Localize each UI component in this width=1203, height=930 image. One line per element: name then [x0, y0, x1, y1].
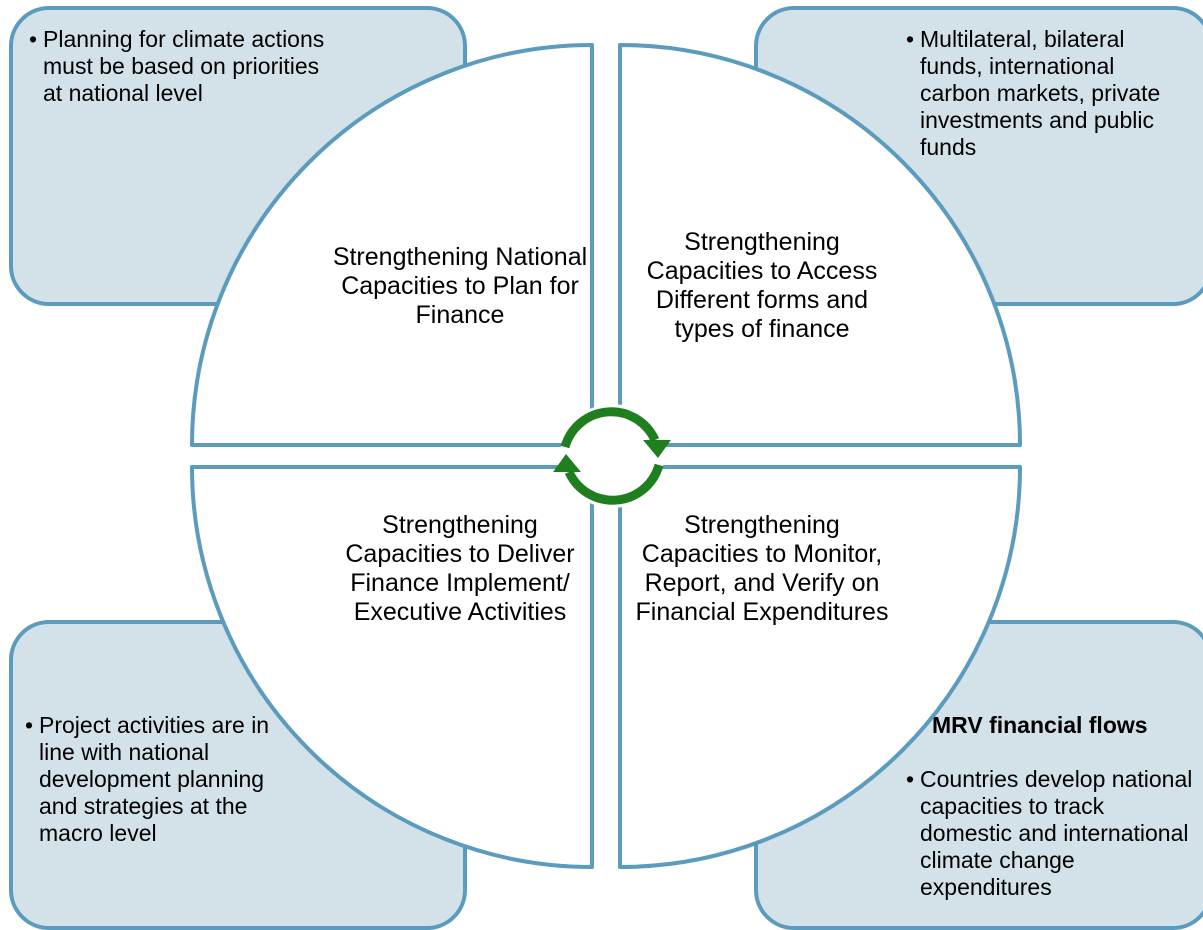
bullet-item: • Countries develop national capacities …	[906, 766, 1196, 901]
bullet-item: • Multilateral, bilateral funds, interna…	[906, 26, 1176, 161]
quadrant-top-right-label: Strengthening Capacities to Access Diffe…	[646, 228, 878, 343]
bullet-item: • Planning for climate actions must be b…	[29, 26, 329, 107]
bullet-text: Project activities are in line with nati…	[39, 712, 270, 846]
corner-heading: MRV financial flows	[932, 712, 1148, 738]
quadrant-top-left-shape	[190, 43, 594, 447]
bullet-icon: •	[906, 766, 915, 792]
quadrant-bottom-right-shape	[618, 465, 1022, 869]
bullet-text: Multilateral, bilateral funds, internati…	[920, 26, 1161, 160]
quadrant-bottom-right-label: Strengthening Capacities to Monitor, Rep…	[635, 511, 889, 626]
quadrant-top-left-label: Strengthening National Capacities to Pla…	[332, 243, 588, 329]
bullet-text: Planning for climate actions must be bas…	[43, 26, 325, 106]
quadrant-bottom-left-label: Strengthening Capacities to Deliver Fina…	[345, 511, 575, 626]
bullet-icon: •	[29, 26, 38, 52]
bullet-item: • Project activities are in line with na…	[25, 712, 305, 847]
quadrant-top-right-shape	[618, 43, 1022, 447]
quadrant-bottom-left-shape	[190, 465, 594, 869]
cycle-arrows-icon	[553, 404, 671, 508]
bullet-text: Countries develop national capacities to…	[920, 766, 1193, 900]
bullet-icon: •	[25, 712, 34, 738]
bullet-icon: •	[906, 26, 915, 52]
